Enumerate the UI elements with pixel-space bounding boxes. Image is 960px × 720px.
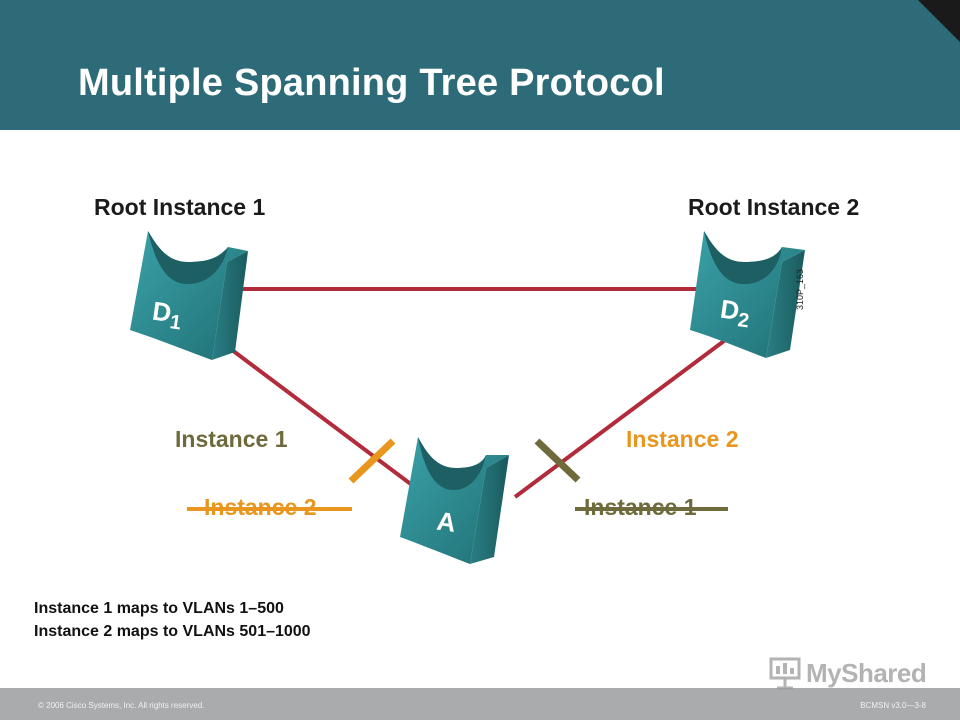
slide-title: Multiple Spanning Tree Protocol: [78, 62, 665, 104]
right-link-forwarding-instance: Instance 2: [626, 426, 739, 452]
left-link-blocked-instance: Instance 2: [204, 494, 317, 520]
blocked-port-marker-instance1: [534, 438, 581, 483]
vlan-mapping-notes: Instance 1 maps to VLANs 1–500 Instance …: [34, 597, 311, 643]
root-instance-1-label: Root Instance 1: [94, 194, 266, 220]
copyright-text: © 2006 Cisco Systems, Inc. All rights re…: [38, 701, 205, 710]
presentation-board-icon: [769, 657, 801, 690]
course-code: BCMSN v3.0—3-8: [860, 701, 926, 710]
blocked-port-marker-instance2: [348, 438, 396, 484]
switch-a-label: A: [435, 506, 458, 538]
root-instance-2-label: Root Instance 2: [688, 194, 860, 220]
header-bar: Multiple Spanning Tree Protocol: [0, 0, 960, 130]
watermark-text: MyShared: [806, 657, 927, 688]
right-link-blocked-instance: Instance 1: [584, 494, 697, 520]
switch-d2-icon: D2: [690, 231, 805, 358]
switch-d1-icon: D1: [130, 231, 248, 360]
watermark: MyShared: [768, 656, 927, 690]
footer-bar: © 2006 Cisco Systems, Inc. All rights re…: [0, 688, 960, 720]
figure-code: 310P_163: [795, 268, 805, 310]
switch-a-icon: A: [400, 437, 509, 564]
link-d1-a: [230, 348, 430, 499]
corner-fold: [918, 0, 960, 42]
note-line-2: Instance 2 maps to VLANs 501–1000: [34, 623, 311, 640]
link-d2-a: [513, 333, 734, 499]
left-link-forwarding-instance: Instance 1: [175, 426, 288, 452]
note-line-1: Instance 1 maps to VLANs 1–500: [34, 600, 284, 617]
